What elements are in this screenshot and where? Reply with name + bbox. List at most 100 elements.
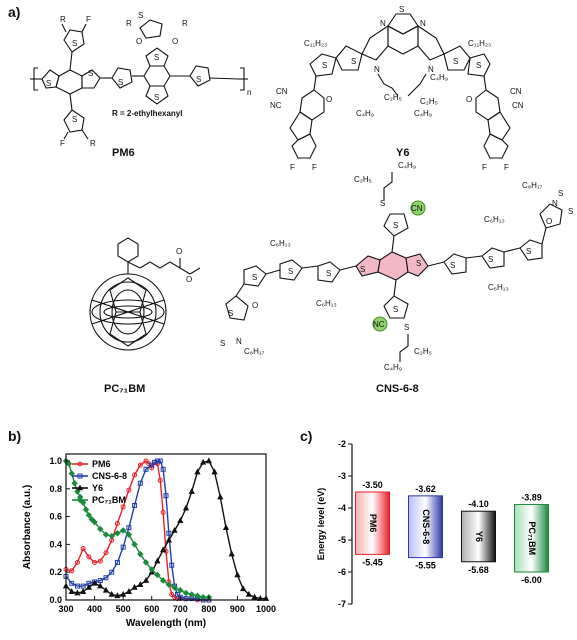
y-axis-label: Energy level (eV) bbox=[316, 488, 326, 561]
data-point bbox=[171, 584, 178, 591]
data-point bbox=[194, 592, 201, 600]
cns-alkyl-label: C₆H₁₃ bbox=[270, 239, 291, 248]
lumo-label: -4.10 bbox=[468, 499, 489, 509]
x-tick-label: 900 bbox=[230, 604, 245, 614]
cns-s-atom: S bbox=[288, 267, 293, 276]
cns-s-atom: S bbox=[393, 305, 398, 314]
x-tick-label: 400 bbox=[87, 604, 102, 614]
series-line bbox=[65, 460, 209, 598]
data-point bbox=[177, 587, 184, 594]
cns-alkyl-label: C₄H₉ bbox=[398, 161, 416, 170]
lumo-label: -3.89 bbox=[521, 492, 542, 502]
y6-alkyl-label: C₁₁H₂₃ bbox=[468, 39, 491, 48]
y6-s-atom: S bbox=[399, 5, 404, 14]
pc71bm-o-atom: O bbox=[176, 247, 182, 256]
data-point bbox=[240, 585, 247, 592]
cns-s-atom: S bbox=[228, 309, 233, 318]
pm6-r-atom: R bbox=[60, 15, 66, 24]
x-tick-label: 700 bbox=[173, 604, 188, 614]
homo-label: -5.55 bbox=[415, 561, 436, 571]
data-point bbox=[97, 578, 103, 584]
data-point bbox=[165, 581, 173, 588]
data-point bbox=[119, 527, 127, 534]
data-point bbox=[251, 593, 258, 600]
cns-s-atom: S bbox=[326, 269, 331, 278]
homo-label: -6.00 bbox=[521, 575, 542, 585]
cns-cn-label: CN bbox=[411, 204, 423, 213]
pm6-structure: n S S S R F S F R S S S O O S R R bbox=[30, 11, 251, 148]
data-point bbox=[86, 554, 92, 560]
cns-s-atom: S bbox=[360, 265, 365, 274]
y6-f-atom: F bbox=[312, 163, 317, 172]
data-point bbox=[109, 569, 115, 575]
energy-bar-group: -4.10 -5.68 Y6 bbox=[461, 499, 496, 575]
cns-s-atom: S bbox=[526, 247, 531, 256]
data-point bbox=[132, 502, 138, 508]
data-point bbox=[159, 577, 167, 584]
y6-o-atom: O bbox=[326, 95, 332, 104]
data-point bbox=[68, 588, 75, 594]
pm6-s-atom: S bbox=[118, 78, 123, 87]
series-3 bbox=[62, 457, 213, 601]
data-point bbox=[102, 586, 110, 593]
data-point bbox=[182, 504, 190, 511]
pm6-s-atom: S bbox=[72, 39, 77, 48]
data-point bbox=[74, 583, 80, 589]
data-point bbox=[131, 541, 138, 548]
pc71bm-o-atom: O bbox=[186, 275, 192, 284]
y6-structure: S N N S S S S N N C₁₁H₂₃ C₁₁H₂₃ C₄H₉ C₂H… bbox=[270, 5, 524, 172]
y6-alkyl-label: C₄H₉ bbox=[356, 109, 374, 118]
y-tick-label: 0.4 bbox=[49, 539, 62, 549]
panel-label-c: c) bbox=[300, 428, 313, 444]
y6-cn-label: CN bbox=[510, 87, 522, 96]
pm6-s-atom: S bbox=[46, 79, 51, 88]
y-tick-label: -4 bbox=[338, 503, 346, 513]
data-point bbox=[160, 466, 166, 472]
cns-s-atom: S bbox=[488, 255, 493, 264]
cns-o-atom: O bbox=[252, 301, 258, 310]
data-point bbox=[160, 546, 167, 553]
energy-bar bbox=[408, 495, 443, 559]
homo-label: -5.68 bbox=[468, 565, 489, 575]
series-2 bbox=[62, 457, 270, 601]
y-tick-label: 0.2 bbox=[49, 567, 62, 577]
data-point bbox=[125, 531, 133, 538]
data-point bbox=[125, 588, 132, 594]
data-point bbox=[71, 479, 78, 487]
y6-alkyl-label: C₄H₉ bbox=[430, 73, 448, 82]
cns-caption: CNS-6-8 bbox=[376, 383, 419, 395]
y6-n-atom: N bbox=[380, 19, 386, 28]
data-point bbox=[137, 550, 144, 558]
y6-cn-label: CN bbox=[276, 87, 288, 96]
pm6-r-atom: R bbox=[90, 139, 96, 148]
pm6-f-atom: F bbox=[86, 15, 91, 24]
data-point bbox=[74, 589, 81, 596]
y6-alkyl-label: C₁₁H₂₃ bbox=[304, 39, 327, 48]
legend-label: PM6 bbox=[92, 459, 111, 469]
data-point bbox=[160, 509, 166, 515]
cns-alkyl-label: C₈H₁₇ bbox=[244, 347, 265, 356]
pm6-s-atom: S bbox=[138, 11, 143, 20]
series-0 bbox=[63, 458, 212, 603]
data-point bbox=[114, 592, 121, 599]
cns-alkyl-label: C₄H₉ bbox=[384, 363, 402, 372]
y-tick-label: -7 bbox=[338, 599, 346, 609]
plot-frame bbox=[65, 453, 267, 601]
series-line bbox=[65, 460, 266, 600]
data-point bbox=[82, 506, 90, 513]
pm6-n-label: n bbox=[247, 88, 251, 97]
x-tick-label: 1000 bbox=[256, 604, 276, 614]
data-point bbox=[245, 590, 252, 597]
data-point bbox=[200, 458, 207, 465]
y6-s-atom: S bbox=[351, 57, 356, 66]
panel-label-a: a) bbox=[8, 4, 21, 20]
bar-category-label: Y6 bbox=[474, 531, 484, 542]
y6-f-atom: F bbox=[482, 163, 487, 172]
y-tick-label: -5 bbox=[338, 535, 346, 545]
